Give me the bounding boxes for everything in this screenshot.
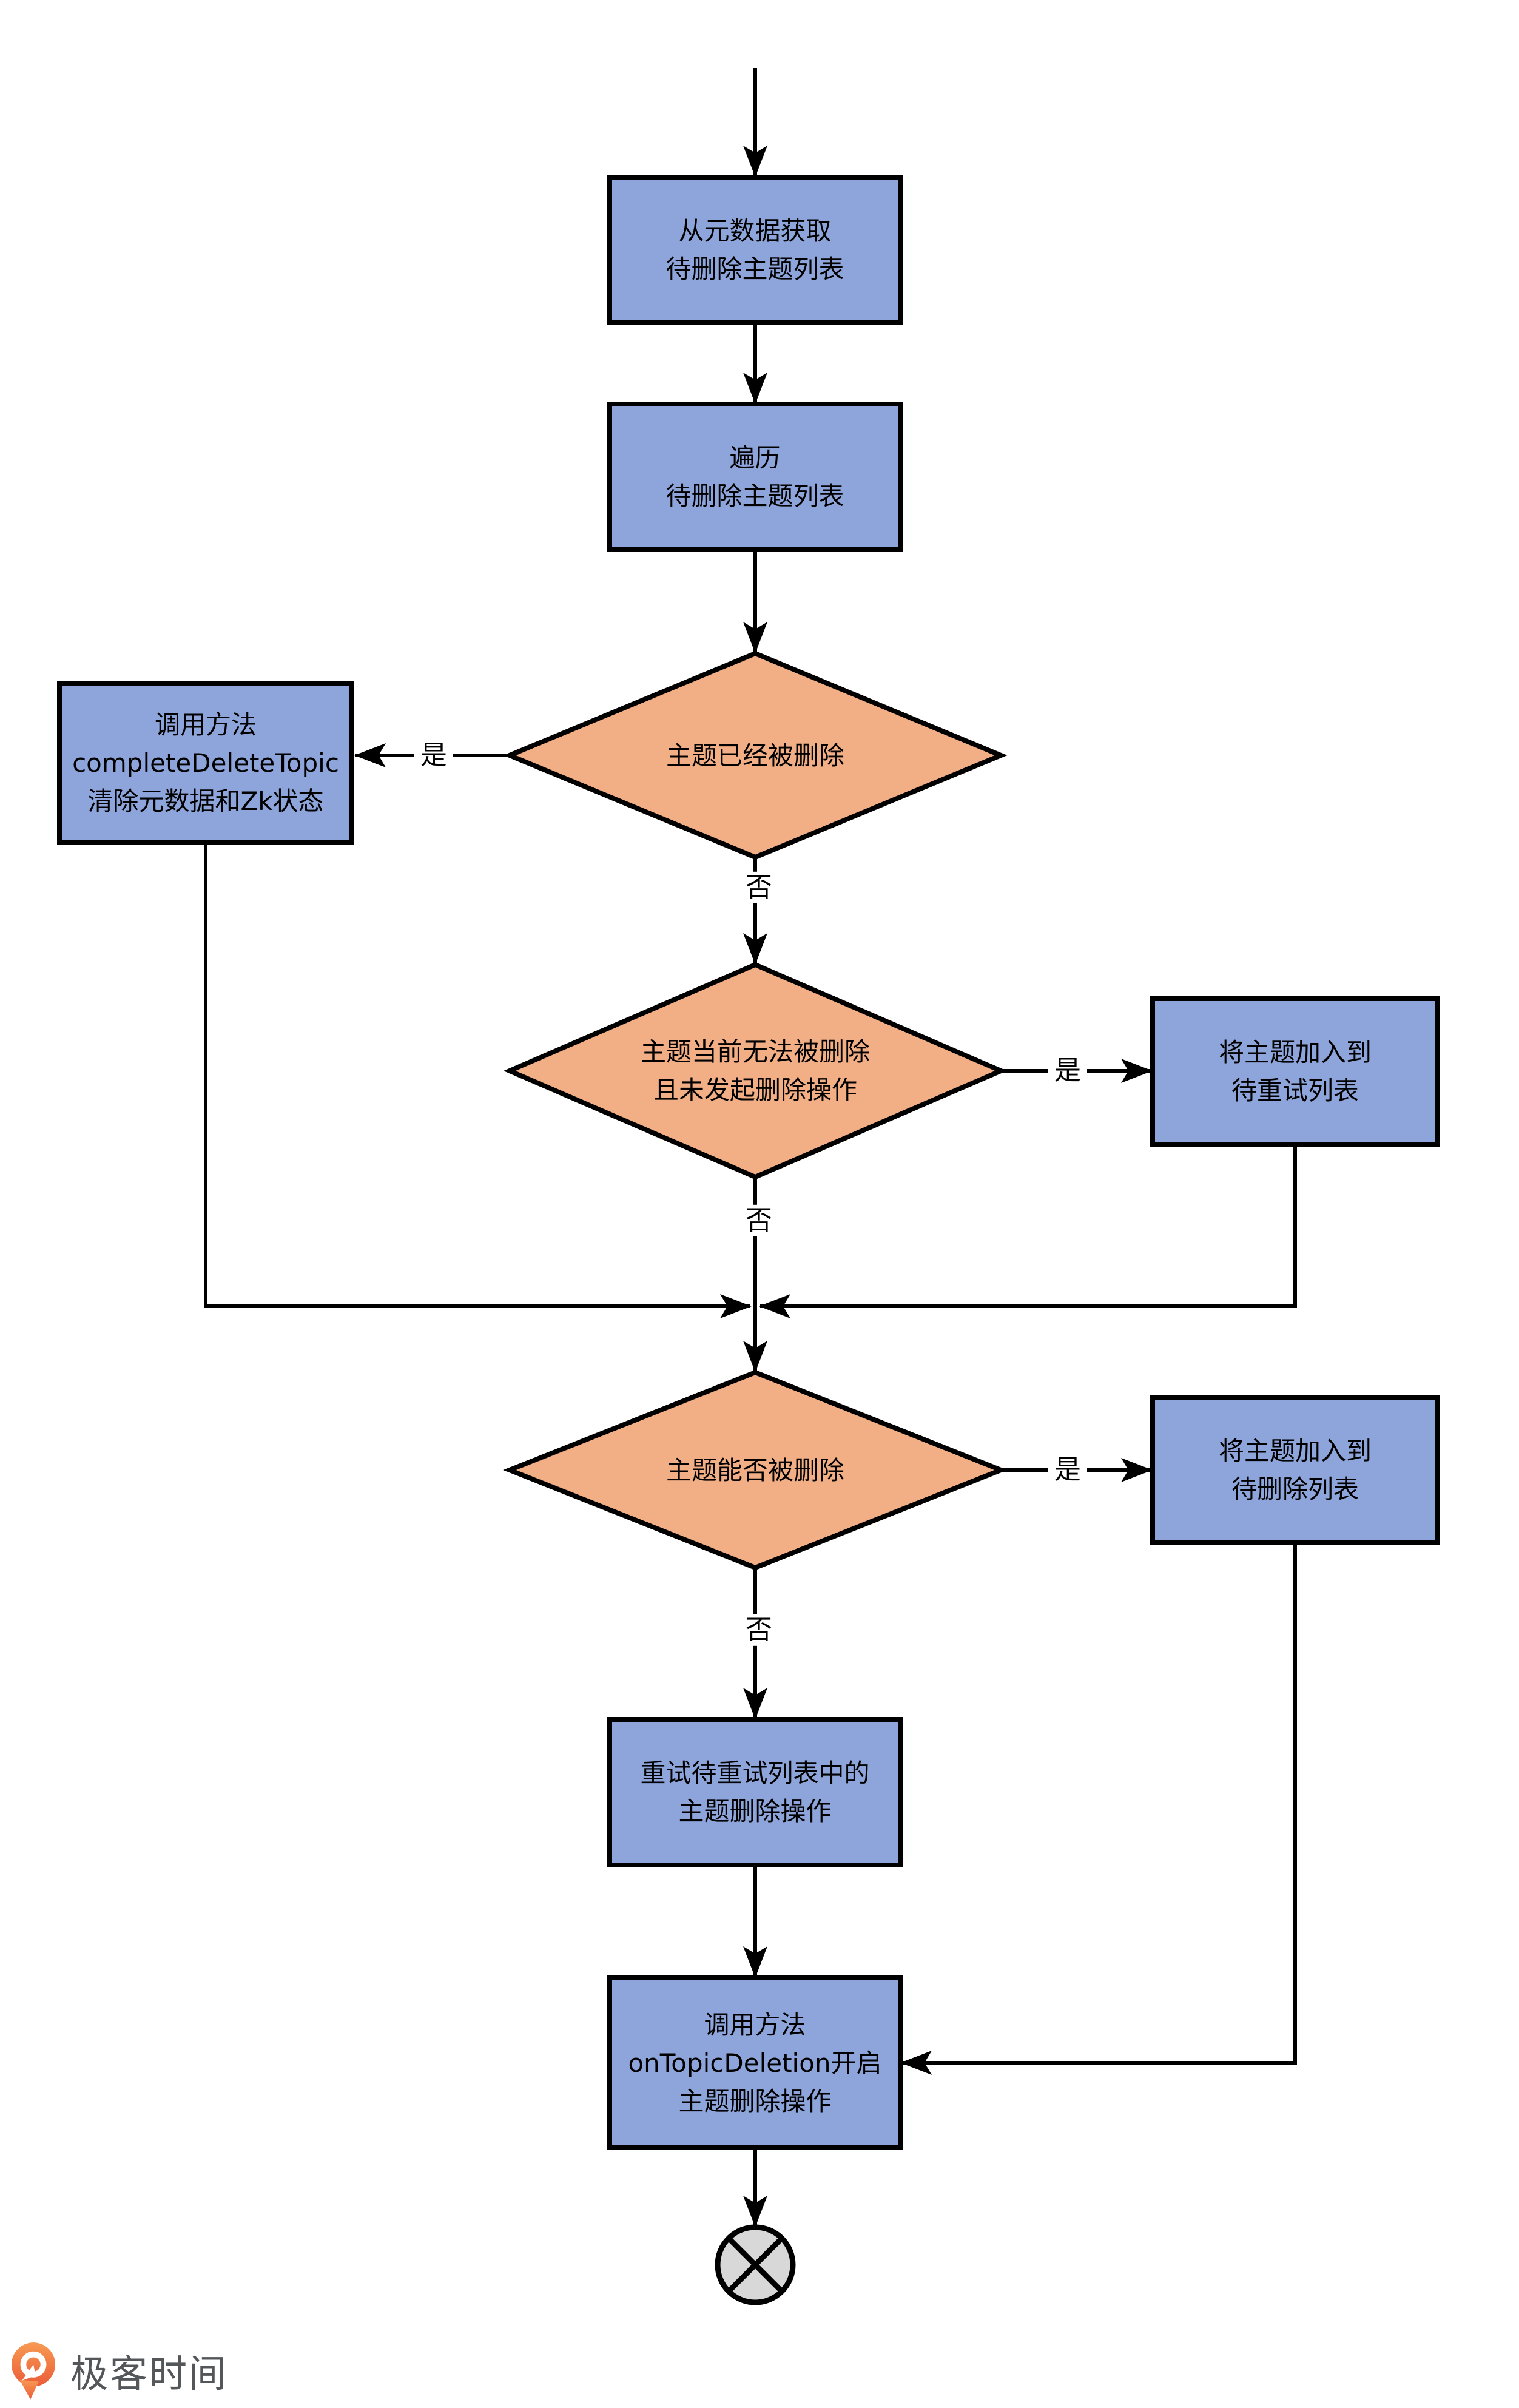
edge-label-deletable-no: 否: [739, 1614, 778, 1647]
decision-topic-deletable: [503, 1369, 1008, 1571]
edge-label-ineligible-no: 否: [739, 1204, 778, 1237]
edge-label-deletable-yes: 是: [1048, 1454, 1087, 1486]
geektime-logo-text: 极客时间: [70, 2352, 229, 2396]
process-retry-deletion: [607, 1717, 903, 1867]
process-fetch-topics: [607, 175, 903, 325]
process-on-topic-deletion: [607, 1975, 903, 2150]
edge-label-deleted-no: 否: [739, 871, 778, 904]
connector-add-retry-merge: [759, 1144, 1297, 1318]
process-add-to-delete-list: [1150, 1395, 1440, 1545]
decision-topic-ineligible: [503, 962, 1008, 1180]
process-iterate-topics: [607, 402, 903, 552]
process-add-to-retry-list: [1150, 996, 1440, 1147]
circled-x-end-icon: [715, 2224, 796, 2305]
decision-topic-already-deleted: [503, 650, 1008, 860]
geektime-logo: 极客时间: [10, 2339, 228, 2401]
edge-label-ineligible-yes: 是: [1048, 1054, 1087, 1087]
connector-complete-delete-merge: [204, 843, 752, 1318]
connector-add-delete-to-ontopicdeletion: [900, 1543, 1297, 2075]
edge-label-deleted-yes: 是: [414, 739, 453, 772]
process-complete-delete-topic: [57, 681, 354, 845]
geektime-pin-icon: [11, 2342, 56, 2400]
